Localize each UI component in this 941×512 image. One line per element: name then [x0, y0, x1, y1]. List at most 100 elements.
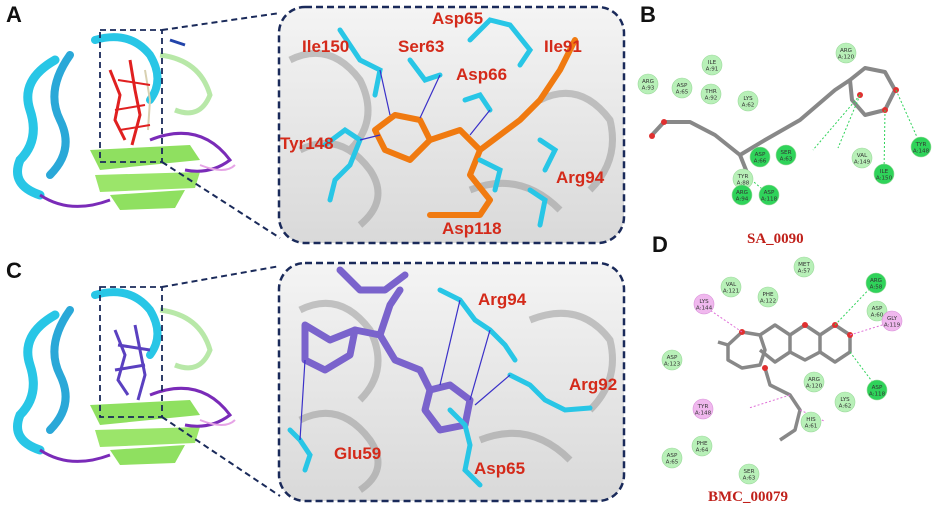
residue-bubble-circle [738, 463, 760, 485]
residue-bubble-circle [701, 54, 723, 76]
residue-name: ILE [708, 60, 717, 66]
residue-bubble-circle [865, 272, 887, 294]
residue-bubble-circle [720, 276, 742, 298]
residue-bubble-circle [851, 147, 873, 169]
residue-id: A:64 [696, 448, 709, 454]
residue-id: A:93 [642, 86, 655, 92]
residue-id: A:148 [695, 411, 712, 417]
residue-name: ASP [764, 190, 775, 196]
residue-bubble-circle [671, 77, 693, 99]
residue-id: A:65 [666, 460, 679, 466]
residue-name: TYR [915, 142, 927, 148]
caption-d: BMC_00079 [708, 489, 788, 505]
ligand-site-a [108, 59, 152, 146]
residue-bubble-circle [775, 144, 797, 166]
residue-id: A:66 [754, 159, 767, 165]
panel-letter-a: A [6, 2, 22, 27]
residue-name: VAL [857, 153, 868, 159]
protein-cartoon-c [13, 288, 236, 465]
residue-name: ASP [677, 83, 688, 89]
residue-name: ASP [667, 355, 678, 361]
residue-bubble-circle [661, 447, 683, 469]
panel-letter-b: B [640, 2, 656, 27]
residue-id: A:150 [876, 176, 893, 182]
residue-label: Asp66 [456, 65, 507, 84]
residue-name: ARG [840, 48, 852, 54]
residue-id: A:94 [736, 197, 749, 203]
residue-id: A:120 [806, 384, 823, 390]
residue-bubble-circle [866, 300, 888, 322]
panel-a: A [6, 2, 626, 245]
residue-label: Arg92 [569, 375, 617, 394]
protein-cartoon-a [13, 33, 236, 210]
residue-id: A:144 [696, 306, 713, 312]
residue-id: A:61 [805, 424, 818, 430]
residue-id: A:58 [870, 285, 883, 291]
zoom-view-a: Asp65 Ile150 Ser63 Ile91 Asp66 Tyr148 Ar… [277, 5, 626, 245]
panel-c: C [6, 258, 626, 503]
residue-name: LYS [699, 299, 709, 305]
residue-label: Asp118 [442, 219, 502, 238]
residue-label: Arg94 [478, 290, 527, 309]
residue-bubble-circle [803, 371, 825, 393]
residue-id: A:63 [743, 476, 756, 482]
residue-id: A:57 [798, 269, 811, 275]
hbond-lines-b [745, 89, 922, 195]
residue-bubble-circle [866, 379, 888, 401]
residue-id: A:120 [838, 55, 855, 61]
residues-sticks-a [322, 17, 559, 228]
caption-b: SA_0090 [747, 231, 804, 247]
residue-id: A:122 [760, 299, 776, 305]
residue-id: A:62 [742, 103, 755, 109]
residue-name: SER [744, 469, 755, 475]
residue-bubble-circle [637, 73, 659, 95]
residue-bubble-circle [749, 146, 771, 168]
residue-label: Ile150 [302, 37, 349, 56]
residue-name: ARG [870, 278, 882, 284]
interaction-lines-a [359, 69, 491, 141]
residue-name: HIS [806, 417, 816, 423]
residue-label: Ser63 [398, 37, 444, 56]
residue-name: MET [798, 262, 810, 268]
zoom-box-c [99, 286, 163, 418]
residues-sticks-c [287, 287, 593, 488]
residue-name: ARG [642, 79, 654, 85]
residue-name: TYR [697, 404, 709, 410]
residue-bubble-circle [692, 398, 714, 420]
residue-name: VAL [726, 282, 737, 288]
zoom-box-a [99, 29, 163, 163]
residue-label: Ile91 [544, 37, 582, 56]
residue-label: Asp65 [432, 9, 483, 28]
residue-id: A:118 [869, 392, 886, 398]
residue-bubble-circle [835, 42, 857, 64]
residue-id: A:60 [871, 313, 884, 319]
residue-label: Arg94 [556, 168, 605, 187]
residue-id: A:121 [723, 289, 740, 295]
residue-bubble-circle [834, 391, 856, 413]
panel-letter-d: D [652, 232, 668, 257]
residue-id: A:148 [913, 149, 930, 155]
ligand-site-c [113, 324, 151, 401]
